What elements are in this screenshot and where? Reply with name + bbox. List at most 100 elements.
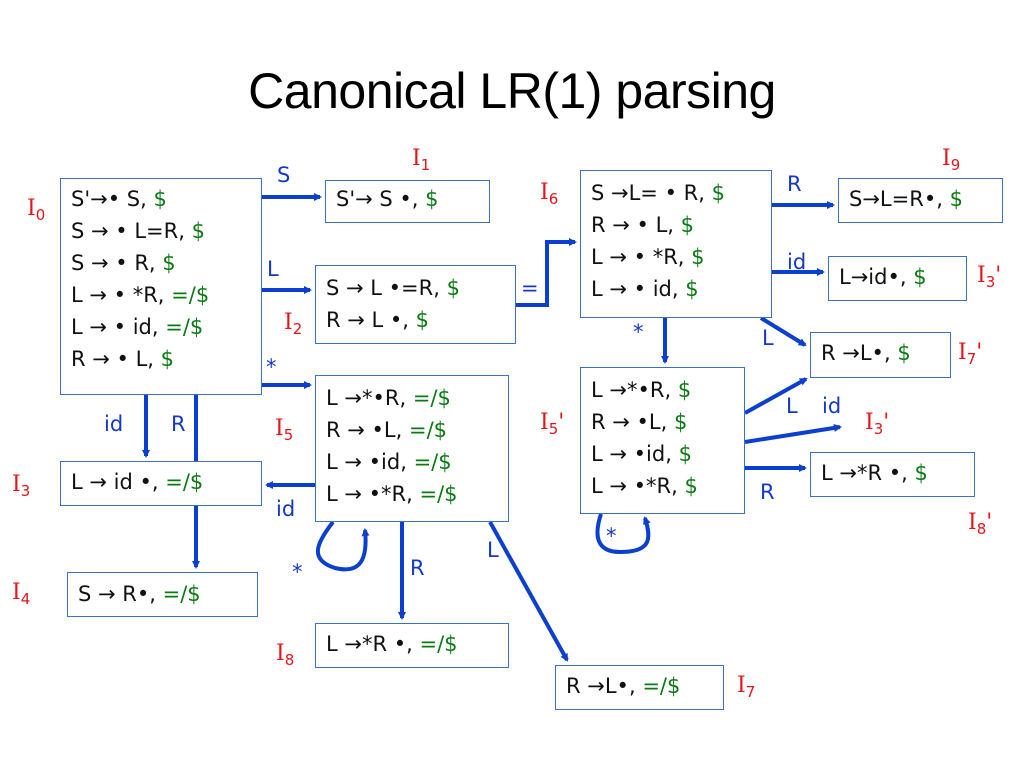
item-core: S → • R, [71, 251, 163, 275]
item-lookahead: =/$ [412, 386, 451, 410]
state-label-I3: I3 [12, 472, 31, 500]
lr-item: R →L•, =/$ [566, 670, 723, 702]
item-lookahead: $ [685, 277, 699, 301]
state-box-I5: L →*•R, =/$R → •L, =/$L → •id, =/$L → •*… [315, 375, 509, 522]
item-lookahead: $ [160, 347, 175, 371]
lr-item: L → id •, =/$ [71, 466, 261, 498]
edge-I5-I7 [488, 521, 569, 662]
item-core: L → • id, [591, 277, 686, 301]
lr-item: S → • L=R, $ [71, 215, 261, 247]
item-core: L →*R •, [326, 632, 420, 656]
item-core: L → •*R, [591, 474, 685, 498]
edge-I5p-I3p [744, 423, 842, 444]
edge-I5p-I7p [744, 377, 808, 415]
item-core: R → •L, [326, 418, 409, 442]
lr-item: L →*•R, $ [591, 374, 744, 406]
lr-item: L → • id, $ [591, 273, 771, 305]
state-box-I7-prime: R →L•, $ [810, 332, 951, 378]
edge-label-eq: = [521, 276, 539, 300]
item-lookahead: $ [446, 276, 460, 300]
item-lookahead: =/$ [642, 674, 681, 698]
slide-title: Canonical LR(1) parsing [248, 63, 776, 119]
item-lookahead: $ [897, 341, 911, 365]
lr-item: R →L•, $ [821, 337, 950, 369]
item-core: S →L= • R, [591, 181, 712, 205]
state-label-I8-prime: I8' [968, 510, 993, 538]
edge-label-star-I5: * [292, 560, 303, 584]
lr-item: R → •L, =/$ [326, 414, 508, 446]
item-core: R → • L, [591, 213, 681, 237]
item-core: S → R•, [78, 582, 163, 606]
state-label-I2: I2 [284, 310, 303, 338]
item-lookahead: $ [162, 251, 176, 275]
lr-item: S'→ S •, $ [336, 183, 489, 215]
item-lookahead: =/$ [419, 632, 458, 656]
state-box-I8-prime: L →*R •, $ [810, 452, 975, 497]
lr-item: R → •L, $ [591, 406, 744, 438]
item-lookahead: $ [191, 219, 205, 243]
item-lookahead: =/$ [165, 470, 204, 494]
lr-item: S→L=R•, $ [849, 183, 1002, 215]
edge-label-star-I5p: * [606, 524, 617, 548]
item-core: L→id•, [839, 265, 914, 289]
edge-label-R-I6: R [787, 172, 802, 196]
state-box-I2: S → L •=R, $R → L •, $ [315, 265, 516, 344]
item-core: L →*R •, [821, 461, 915, 485]
state-label-I4: I4 [12, 580, 31, 608]
item-core: R → • L, [71, 347, 161, 371]
item-core: L → •id, [326, 450, 414, 474]
edge-label-id-I5: id [276, 497, 296, 521]
item-lookahead: =/$ [162, 582, 201, 606]
edge-label-star-I6: * [633, 320, 644, 344]
item-lookahead: $ [677, 378, 692, 402]
item-lookahead: =/$ [419, 482, 458, 506]
state-box-I5-prime: L →*•R, $R → •L, $L → •id, $L → •*R, $ [580, 367, 745, 514]
item-core: L →*•R, [591, 378, 678, 402]
edge-label-R-I5: R [410, 556, 425, 580]
state-label-I7-prime: I7' [958, 340, 983, 368]
lr-item: L → •id, $ [591, 438, 744, 470]
item-lookahead: =/$ [413, 450, 452, 474]
state-label-I5: I5 [275, 416, 294, 444]
lr-item: L→id•, $ [839, 261, 966, 293]
item-lookahead: =/$ [408, 418, 448, 442]
edge-I5p-self [595, 513, 651, 555]
edge-label-R: R [171, 412, 186, 436]
item-core: S→L=R•, [849, 187, 950, 211]
edge-label-id-I6: id [787, 250, 807, 274]
state-box-I7: R →L•, =/$ [555, 665, 724, 710]
edge-label-S: S [277, 163, 291, 187]
item-core: R →L•, [821, 341, 898, 365]
lr-item: L →*R •, =/$ [326, 628, 508, 660]
edge-label-L: L [267, 257, 279, 281]
state-box-I3: L → id •, =/$ [60, 461, 262, 506]
state-box-I9: S→L=R•, $ [838, 178, 1003, 223]
item-lookahead: $ [949, 187, 963, 211]
lr-item: L → • *R, =/$ [71, 279, 261, 311]
lr-item: L → •*R, $ [591, 470, 744, 502]
state-box-I6: S →L= • R, $R → • L, $L → • *R, $L → • i… [580, 170, 772, 318]
item-core: L → •*R, [326, 482, 420, 506]
edge-I5-self [315, 520, 370, 572]
state-label-I5-prime: I5' [540, 410, 565, 438]
edge-label-L-I5p: L [786, 394, 798, 418]
edge-label-L-I6: L [762, 326, 774, 350]
item-core: L → • *R, [71, 283, 172, 307]
item-lookahead: $ [914, 461, 928, 485]
lr-item: R → • L, $ [71, 343, 261, 375]
item-core: S'→ S •, [336, 187, 426, 211]
lr-item: S → R•, =/$ [78, 578, 257, 610]
item-lookahead: $ [415, 308, 430, 332]
state-label-I0: I0 [27, 196, 46, 224]
item-lookahead: $ [684, 474, 698, 498]
lr-item: S → L •=R, $ [326, 272, 515, 304]
item-lookahead: $ [711, 181, 725, 205]
state-label-I9: I9 [942, 146, 961, 174]
state-box-I8: L →*R •, =/$ [315, 623, 509, 668]
state-box-I0: S'→• S, $S → • L=R, $S → • R, $L → • *R,… [60, 178, 262, 395]
lr-item: S →L= • R, $ [591, 177, 771, 209]
item-lookahead: $ [673, 410, 688, 434]
state-label-I8: I8 [276, 641, 295, 669]
edge-label-id-I5p: id [822, 394, 842, 418]
edge-label-R-I5p: R [760, 480, 775, 504]
